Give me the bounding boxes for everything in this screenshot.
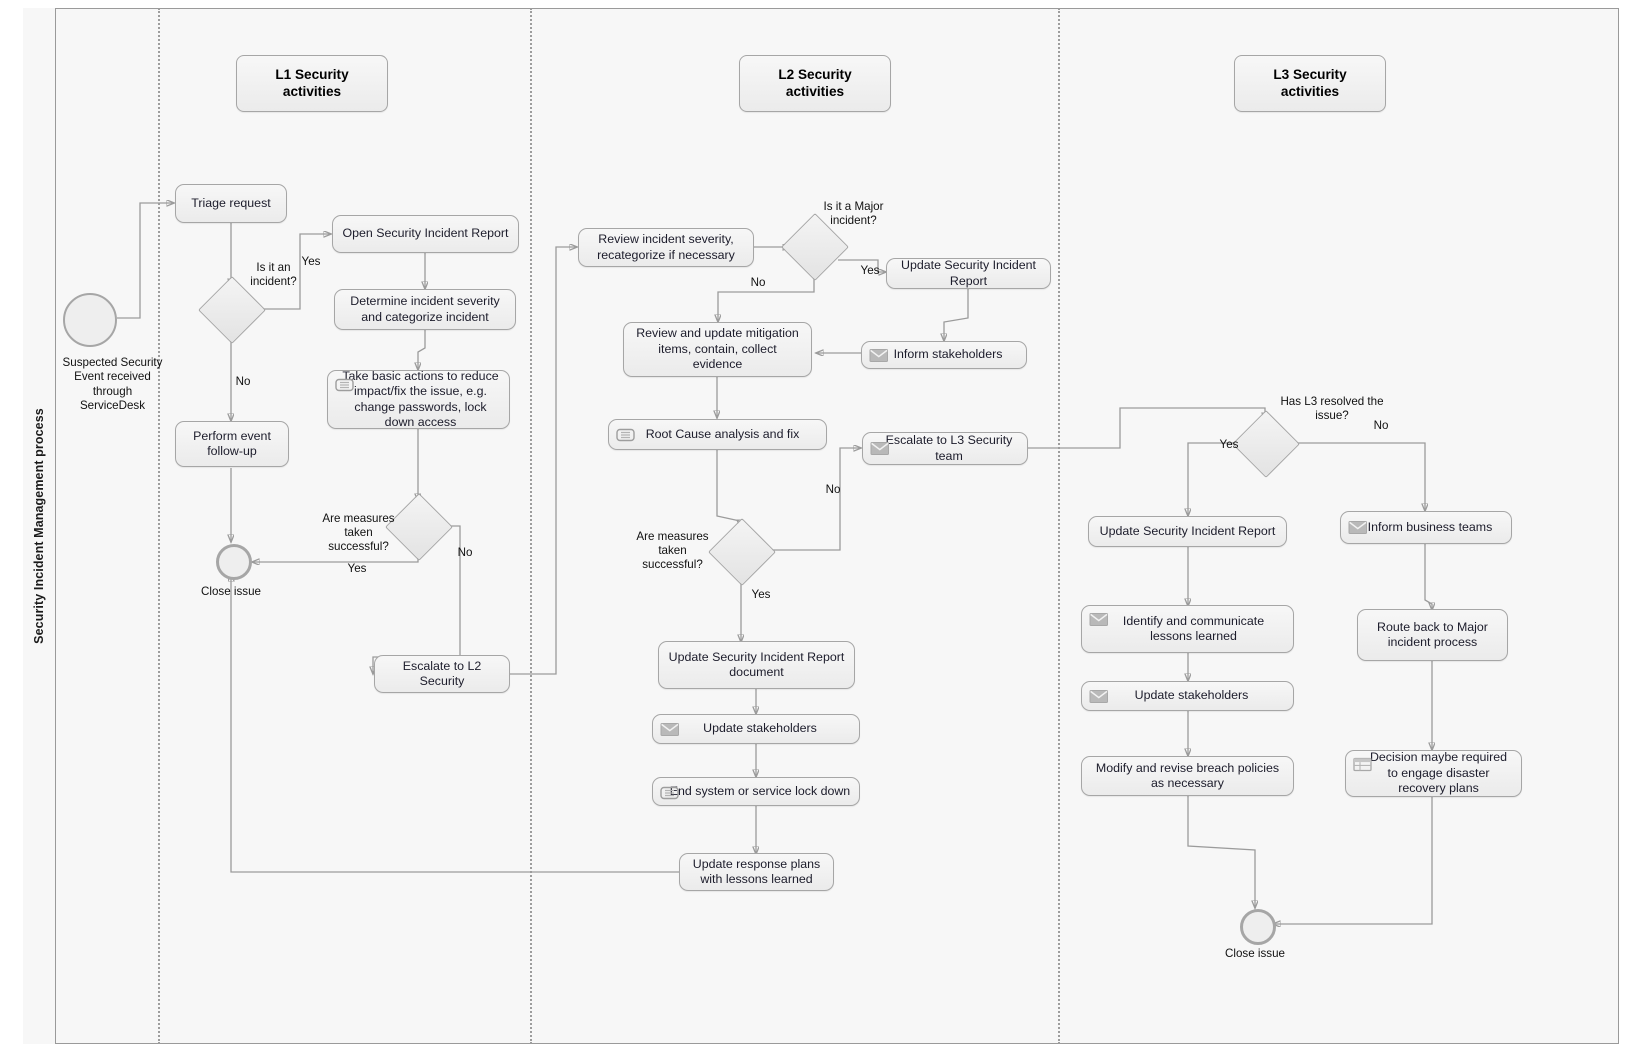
- envelope-icon: [869, 348, 888, 363]
- task-escalate-to-l3-security-team[interactable]: Escalate to L3 Security team: [862, 432, 1028, 465]
- start-event-caption: Suspected Security Event received throug…: [62, 356, 163, 413]
- task-inform-business-teams-label: Inform business teams: [1367, 519, 1493, 534]
- gateway-are-measures-taken-successful-l1-label: Are measures taken successful?: [322, 512, 395, 554]
- task-review-and-update-mitigation[interactable]: Review and update mitigation items, cont…: [623, 322, 812, 377]
- task-escalate-to-l3-security-team-label: Escalate to L3 Security team: [885, 433, 1013, 463]
- task-review-and-update-mitigation-label: Review and update mitigation items, cont…: [636, 326, 799, 372]
- task-update-response-plans[interactable]: Update response plans with lessons learn…: [679, 853, 834, 891]
- lane-separator-2: [530, 8, 532, 1044]
- task-update-stakeholders-l3[interactable]: Update stakeholders: [1081, 681, 1294, 711]
- end-event-close-issue-l3: [1240, 909, 1276, 945]
- manual-task-hand-icon: [660, 785, 679, 800]
- lane-header-l1-label: L1 Security activities: [275, 66, 349, 99]
- task-perform-event-follow-up-label: Perform event follow-up: [193, 428, 271, 459]
- task-determine-incident-severity-label: Determine incident severity and categori…: [350, 294, 500, 324]
- task-update-security-incident-report-l3[interactable]: Update Security Incident Report: [1088, 516, 1287, 547]
- envelope-icon: [660, 722, 679, 737]
- flow-label-no-incident: No: [235, 375, 251, 388]
- manual-task-hand-icon: [335, 377, 354, 392]
- task-route-back-to-major-incident-process-label: Route back to Major incident process: [1377, 619, 1488, 650]
- task-modify-and-revise-breach-policies-label: Modify and revise breach policies as nec…: [1095, 760, 1280, 791]
- gateway-is-it-a-major-incident-label: Is it a Major incident?: [823, 200, 884, 228]
- flow-label-yes-major: Yes: [860, 264, 880, 277]
- task-identify-and-communicate-lessons-learned[interactable]: Identify and communicate lessons learned: [1081, 605, 1294, 653]
- flow-label-no-major: No: [750, 276, 766, 289]
- pool-label-text: Security Incident Management process: [32, 408, 46, 644]
- gateway-has-l3-resolved-the-issue-label: Has L3 resolved the issue?: [1280, 395, 1384, 423]
- task-escalate-to-l2-security[interactable]: Escalate to L2 Security: [374, 655, 510, 693]
- task-review-incident-severity[interactable]: Review incident severity, recategorize i…: [578, 228, 754, 267]
- lane-separator-3: [1058, 8, 1060, 1044]
- task-take-basic-actions-label: Take basic actions to reduce impact/fix …: [342, 368, 499, 430]
- envelope-icon: [1348, 520, 1367, 535]
- task-review-incident-severity-label: Review incident severity, recategorize i…: [597, 232, 735, 262]
- task-end-system-or-service-lock-down-label: End system or service lock down: [669, 783, 851, 798]
- task-inform-stakeholders-label: Inform stakeholders: [893, 347, 1003, 362]
- envelope-icon: [1089, 689, 1108, 704]
- end-event-close-issue-l1-caption: Close issue: [201, 585, 261, 598]
- manual-task-hand-icon: [616, 427, 635, 442]
- task-update-stakeholders-l2-label: Update stakeholders: [703, 721, 817, 736]
- task-update-security-incident-report-l3-label: Update Security Incident Report: [1099, 523, 1276, 538]
- task-modify-and-revise-breach-policies[interactable]: Modify and revise breach policies as nec…: [1081, 756, 1294, 796]
- gateway-are-measures-taken-successful-l2-label: Are measures taken successful?: [636, 530, 709, 572]
- business-rule-task-icon: [1353, 757, 1372, 772]
- lane-header-l3-label: L3 Security activities: [1273, 66, 1347, 99]
- task-decision-disaster-recovery-label: Decision maybe required to engage disast…: [1369, 750, 1508, 796]
- gateway-has-l3-resolved-the-issue[interactable]: [1232, 410, 1300, 478]
- gateway-is-it-a-major-incident[interactable]: [781, 213, 849, 281]
- envelope-icon: [870, 441, 889, 456]
- lane-separator-1: [158, 8, 160, 1044]
- task-update-stakeholders-l2[interactable]: Update stakeholders: [652, 714, 860, 744]
- task-end-system-or-service-lock-down[interactable]: End system or service lock down: [652, 777, 860, 806]
- task-update-security-incident-report-document-label: Update Security Incident Report document: [668, 649, 845, 680]
- end-event-close-issue-l1: [216, 544, 252, 580]
- task-root-cause-analysis-and-fix-label: Root Cause analysis and fix: [645, 426, 800, 441]
- flow-label-no-measures-l2: No: [825, 483, 841, 496]
- pool-label: Security Incident Management process: [23, 8, 56, 1044]
- end-event-close-issue-l3-caption: Close issue: [1225, 947, 1285, 960]
- task-update-stakeholders-l3-label: Update stakeholders: [1134, 688, 1249, 703]
- envelope-icon: [1089, 612, 1108, 627]
- task-update-response-plans-label: Update response plans with lessons learn…: [692, 856, 821, 887]
- lane-header-l2-label: L2 Security activities: [778, 66, 852, 99]
- task-update-security-incident-report-document[interactable]: Update Security Incident Report document: [658, 641, 855, 689]
- task-open-security-incident-report[interactable]: Open Security Incident Report: [332, 215, 519, 253]
- flow-label-yes-measures-l1: Yes: [347, 562, 367, 575]
- gateway-are-measures-taken-successful-l2[interactable]: [708, 518, 776, 586]
- task-route-back-to-major-incident-process[interactable]: Route back to Major incident process: [1357, 609, 1508, 661]
- flow-label-yes-incident: Yes: [301, 255, 321, 268]
- task-perform-event-follow-up[interactable]: Perform event follow-up: [175, 421, 289, 467]
- flow-label-no-l3: No: [1373, 419, 1389, 432]
- task-open-security-incident-report-label: Open Security Incident Report: [342, 226, 509, 241]
- task-escalate-to-l2-security-label: Escalate to L2 Security: [402, 658, 482, 689]
- flow-label-no-measures-l1: No: [457, 546, 473, 559]
- gateway-is-it-an-incident[interactable]: [198, 276, 266, 344]
- task-decision-disaster-recovery[interactable]: Decision maybe required to engage disast…: [1345, 750, 1522, 797]
- flow-label-yes-measures-l2: Yes: [751, 588, 771, 601]
- flow-label-yes-l3: Yes: [1219, 438, 1239, 451]
- task-determine-incident-severity[interactable]: Determine incident severity and categori…: [334, 289, 516, 330]
- task-update-security-incident-report-l2[interactable]: Update Security Incident Report: [886, 258, 1051, 289]
- start-event-circle: [63, 293, 117, 347]
- task-root-cause-analysis-and-fix[interactable]: Root Cause analysis and fix: [608, 419, 827, 450]
- lane-header-l2: L2 Security activities: [739, 55, 891, 112]
- lane-header-l3: L3 Security activities: [1234, 55, 1386, 112]
- task-triage-request-label: Triage request: [191, 195, 271, 210]
- task-update-security-incident-report-l2-label: Update Security Incident Report: [901, 258, 1036, 288]
- task-inform-stakeholders[interactable]: Inform stakeholders: [861, 341, 1027, 369]
- gateway-is-it-an-incident-label: Is it an incident?: [250, 261, 297, 289]
- lane-header-l1: L1 Security activities: [236, 55, 388, 112]
- task-identify-and-communicate-lessons-learned-label: Identify and communicate lessons learned: [1122, 613, 1265, 644]
- task-triage-request[interactable]: Triage request: [175, 184, 287, 223]
- task-take-basic-actions[interactable]: Take basic actions to reduce impact/fix …: [327, 368, 510, 430]
- task-inform-business-teams[interactable]: Inform business teams: [1340, 511, 1512, 544]
